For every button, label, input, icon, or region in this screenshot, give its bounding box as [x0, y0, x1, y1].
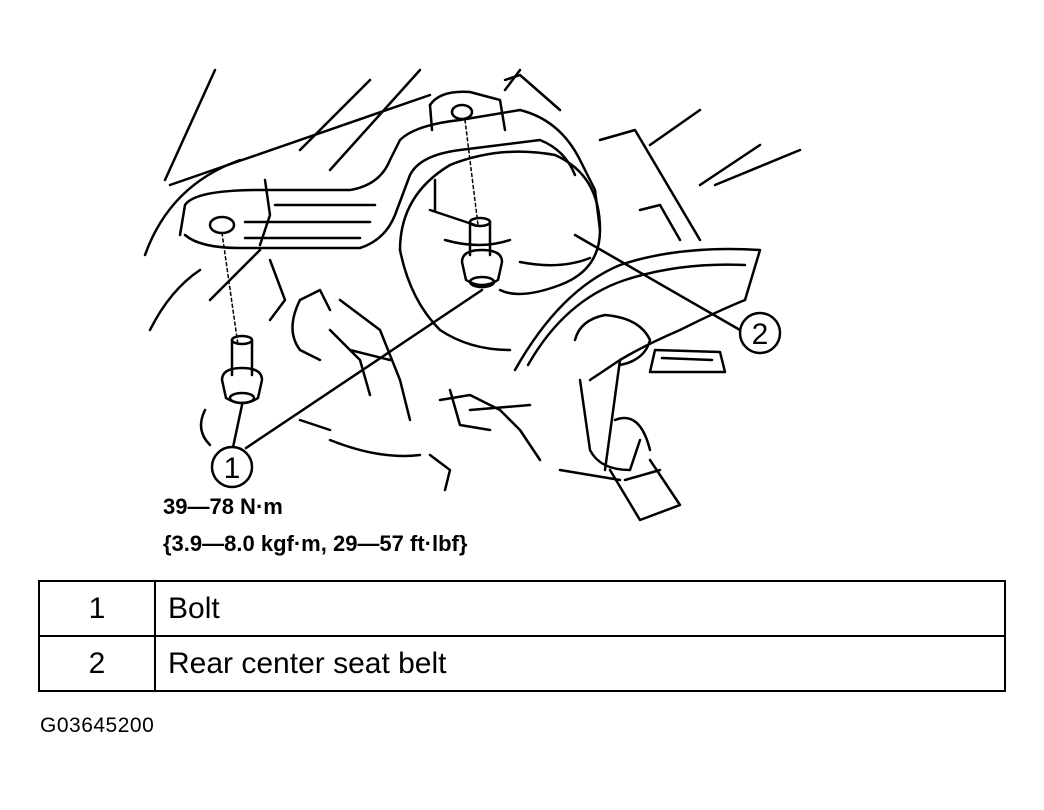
background-panel-lines: [143, 68, 802, 492]
legend-row: 2 Rear center seat belt: [38, 635, 1006, 692]
callout-2: 2: [573, 233, 782, 355]
legend-name: Rear center seat belt: [154, 635, 1006, 692]
anchor-bracket: [178, 73, 602, 250]
legend-name: Bolt: [154, 580, 1006, 637]
bolt-right: [450, 103, 504, 289]
legend-number: 2: [38, 635, 156, 692]
torque-spec-imperial: {3.9—8.0 kgf·m, 29—57 ft·lbf}: [163, 531, 468, 556]
callout-2-label: 2: [752, 318, 769, 351]
parts-legend-table: 1 Bolt 2 Rear center seat belt: [38, 580, 1006, 692]
bolt-left: [208, 215, 264, 405]
seat-belt-anchor-illustration: 1 2: [143, 68, 802, 522]
callout-1: 1: [210, 288, 484, 489]
retractor-housing: [398, 150, 602, 352]
legend-row: 1 Bolt: [38, 580, 1006, 637]
belt-strap: [513, 128, 762, 522]
lower-floor-structure: [268, 258, 542, 462]
legend-number: 1: [38, 580, 156, 637]
torque-spec-metric: 39—78 N·m: [163, 494, 283, 519]
callout-1-label: 1: [224, 452, 241, 485]
figure-code: G03645200: [40, 714, 155, 737]
